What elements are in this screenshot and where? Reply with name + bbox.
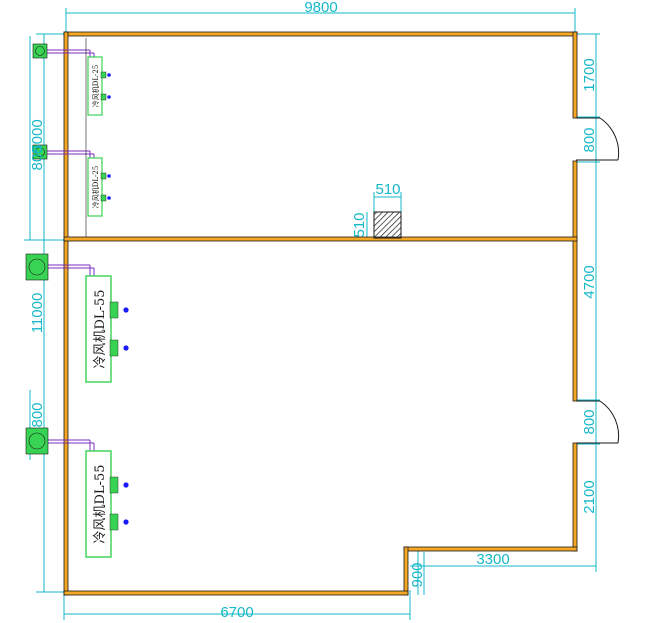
evaporator-units xyxy=(85,56,129,558)
dim-right-door-2: 800 xyxy=(581,409,598,434)
condenser-large-2 xyxy=(25,427,49,455)
dim-bottom-left-width: 6700 xyxy=(220,604,253,621)
dim-bottom-right-width: 3300 xyxy=(476,551,509,568)
dim-step-depth: 900 xyxy=(409,562,426,587)
walls xyxy=(63,31,578,596)
door-1-swing xyxy=(599,117,620,161)
door-2-swing xyxy=(599,400,620,444)
air-cooler-dl25-1 xyxy=(87,56,103,116)
condenser-small-2 xyxy=(32,144,48,160)
wall-right-middle xyxy=(572,160,578,402)
wall-bottom xyxy=(63,590,409,596)
condensing-units xyxy=(25,43,49,455)
dim-upper-room-height-b: 800 xyxy=(29,145,46,170)
unit-label-dl55-1: 冷风机DL-55 xyxy=(93,290,108,369)
dim-right-4700: 4700 xyxy=(581,265,598,298)
column xyxy=(373,211,402,239)
condenser-large-1 xyxy=(25,253,49,281)
unit-label-dl25-1: 冷风机DL-25 xyxy=(91,65,100,108)
dim-right-2100: 2100 xyxy=(581,480,598,513)
wall-top xyxy=(63,31,578,37)
dim-column-width: 510 xyxy=(375,181,400,198)
wall-right-upper xyxy=(572,31,578,119)
wall-partition xyxy=(63,236,578,242)
refrigerant-pipes xyxy=(46,49,95,453)
air-cooler-dl55-1 xyxy=(85,275,112,383)
dim-total-height: 11000 xyxy=(29,293,46,334)
unit-label-dl25-2: 冷风机DL-25 xyxy=(91,166,100,209)
air-cooler-dl25-2 xyxy=(87,157,103,217)
doors xyxy=(576,117,620,444)
unit-label-dl55-2: 冷风机DL-55 xyxy=(93,465,108,544)
dim-lower-side: 800 xyxy=(29,402,46,427)
wall-step-vertical xyxy=(403,546,409,596)
wall-right-lower xyxy=(572,442,578,552)
air-cooler-dl55-2 xyxy=(85,450,112,558)
wall-left xyxy=(63,31,69,596)
dim-top-width: 9800 xyxy=(304,0,337,16)
dim-upper-room-height: 5000 xyxy=(29,119,46,152)
dimension-lines xyxy=(24,8,600,620)
dim-right-1700: 1700 xyxy=(581,58,598,91)
dim-column-height: 510 xyxy=(351,212,368,237)
dim-right-door-1: 800 xyxy=(581,127,598,152)
condenser-small-1 xyxy=(32,43,48,59)
